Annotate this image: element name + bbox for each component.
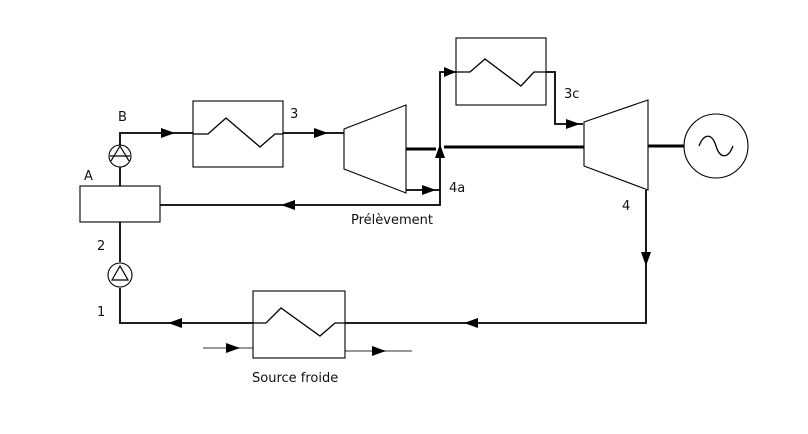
generator-icon bbox=[683, 113, 749, 179]
label-extraction: Prélèvement bbox=[351, 213, 433, 228]
label-point-4a: 4a bbox=[449, 181, 465, 196]
labels: B A 2 1 3 3c 4a 4 Prélèvement Source fro… bbox=[84, 87, 630, 386]
arrow-right-cold-out bbox=[372, 346, 386, 356]
shaft bbox=[406, 144, 684, 151]
arrow-right-to-boiler bbox=[161, 128, 175, 138]
pump-1-icon bbox=[107, 262, 133, 288]
flow-arrows bbox=[161, 67, 651, 356]
pipe-condenser-to-pump-1 bbox=[119, 288, 253, 324]
arrow-left-bottom-return bbox=[464, 318, 478, 328]
lp-turbine bbox=[583, 99, 649, 191]
label-point-3c: 3c bbox=[564, 87, 579, 102]
boiler-heat-exchanger bbox=[192, 100, 284, 168]
arrow-left-to-pump-1 bbox=[168, 318, 182, 328]
pipe-extraction-to-mixer bbox=[160, 190, 441, 206]
arrow-down-turbine-outlet bbox=[641, 252, 651, 266]
label-point-1: 1 bbox=[97, 305, 105, 320]
label-point-4: 4 bbox=[622, 199, 630, 214]
reheater-heat-exchanger bbox=[455, 37, 547, 106]
arrow-right-to-lp-turbine bbox=[566, 119, 580, 129]
mixer-a bbox=[79, 185, 161, 223]
pipes bbox=[119, 71, 647, 352]
label-point-3: 3 bbox=[290, 107, 298, 122]
pipe-turbine-outlet bbox=[345, 190, 647, 324]
label-point-2: 2 bbox=[97, 239, 105, 254]
label-b: B bbox=[118, 110, 127, 125]
arrow-right-to-hp-turbine bbox=[314, 128, 328, 138]
arrow-up-split bbox=[435, 144, 445, 158]
pipe-split-to-reheater bbox=[439, 71, 456, 190]
arrow-right-to-split bbox=[422, 185, 436, 195]
arrow-left-extraction bbox=[281, 200, 295, 210]
pump-b-icon bbox=[108, 144, 132, 168]
pipe-pump-b-to-boiler bbox=[119, 132, 193, 145]
label-a: A bbox=[84, 169, 93, 184]
label-cold-source: Source froide bbox=[252, 371, 338, 386]
arrow-right-to-reheater bbox=[444, 67, 456, 77]
arrow-right-cold-in bbox=[226, 343, 240, 353]
condenser-heat-exchanger bbox=[252, 290, 346, 359]
hp-turbine bbox=[343, 104, 407, 194]
